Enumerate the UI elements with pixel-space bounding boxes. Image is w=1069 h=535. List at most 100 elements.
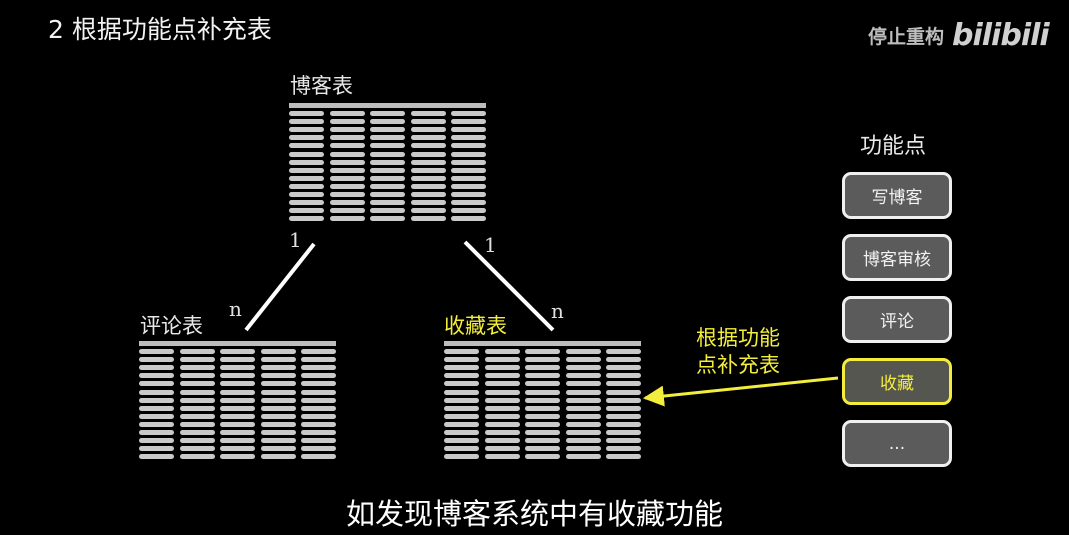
table-row-bar — [260, 349, 296, 354]
table-row-bar — [444, 397, 479, 403]
table-row-bar — [606, 397, 641, 403]
table-row-bar — [289, 183, 324, 189]
feature-write-blog[interactable]: 写博客 — [842, 172, 952, 219]
bilibili-logo: bilibili — [952, 18, 1050, 53]
table-row-bar — [410, 119, 446, 125]
table-row-bar — [565, 430, 601, 435]
table-row-bar — [444, 389, 479, 395]
table-row-bar — [301, 405, 336, 411]
table-row-bar — [606, 454, 641, 460]
table-row-bar — [139, 438, 174, 444]
subtitle-caption: 如发现博客系统中有收藏功能 — [345, 497, 723, 531]
table-row-bar — [525, 373, 560, 379]
table-row-bar — [606, 413, 641, 419]
table-row-bar — [179, 421, 215, 427]
table-row-bar — [179, 349, 215, 354]
table-row-bar — [301, 454, 336, 460]
table-row-bar — [370, 127, 405, 133]
table-row-bar — [525, 438, 560, 444]
table-row-bar — [179, 381, 215, 387]
table-row-bar — [565, 381, 601, 387]
table-row-bar — [444, 446, 479, 452]
table-row-bar — [451, 151, 486, 157]
table-row-bar — [565, 454, 601, 460]
table-row-bar — [410, 175, 446, 181]
table-row-bar — [410, 208, 446, 214]
table-row-bar — [444, 413, 479, 419]
table-row-bar — [565, 397, 601, 403]
bilibili-watermark: 停止重构 bilibili — [868, 18, 1050, 53]
table-row-bar — [139, 365, 174, 371]
table-row-bar — [220, 357, 255, 363]
table-row-bar — [484, 357, 520, 363]
favorite-table-icon — [444, 341, 641, 462]
table-row-bar — [444, 365, 479, 371]
table-row-bar — [370, 119, 405, 125]
table-row-bar — [139, 373, 174, 379]
table-row-bar — [179, 365, 215, 371]
table-row-bar — [179, 430, 215, 435]
table-row-bar — [301, 365, 336, 371]
table-row-bar — [139, 381, 174, 387]
blog-comment-relation-line — [244, 242, 316, 332]
table-row-bar — [260, 454, 296, 460]
table-row-bar — [289, 159, 324, 165]
table-row-bar — [329, 200, 365, 206]
table-row-bar — [289, 200, 324, 206]
table-row-bar — [410, 151, 446, 157]
table-row-bar — [444, 349, 479, 354]
table-row-bar — [444, 430, 479, 435]
table-row-bar — [329, 183, 365, 189]
table-row-bar — [260, 413, 296, 419]
watermark-text: 停止重构 — [868, 26, 945, 48]
table-row-bar — [606, 365, 641, 371]
feature-comment[interactable]: 评论 — [842, 296, 952, 343]
table-row-bar — [139, 397, 174, 403]
table-row-bar — [410, 192, 446, 197]
table-row-bar — [289, 175, 324, 181]
table-row-bar — [484, 405, 520, 411]
blog-table-label: 博客表 — [290, 74, 353, 98]
blog-favorite-one-label: 1 — [484, 233, 497, 257]
table-row-bar — [565, 349, 601, 354]
table-row-bar — [444, 454, 479, 460]
table-row-bar — [289, 151, 324, 157]
table-row-bar — [220, 373, 255, 379]
table-row-bar — [329, 151, 365, 157]
feature-favorite[interactable]: 收藏 — [842, 358, 952, 405]
table-row-bar — [410, 135, 446, 141]
table-row-bar — [301, 430, 336, 435]
table-row-bar — [220, 405, 255, 411]
table-row-bar — [260, 421, 296, 427]
table-row-bar — [301, 421, 336, 427]
table-row-bar — [139, 389, 174, 395]
table-row-bar — [289, 127, 324, 133]
table-row-bar — [301, 357, 336, 363]
table-row-bar — [410, 111, 446, 116]
table-row-bar — [179, 413, 215, 419]
table-row-bar — [179, 446, 215, 452]
table-row-bar — [484, 373, 520, 379]
table-row-bar — [139, 430, 174, 435]
table-row-bar — [260, 430, 296, 435]
table-row-bar — [329, 135, 365, 141]
table-row-bar — [260, 438, 296, 444]
favorite-table-label: 收藏表 — [444, 314, 507, 338]
table-row-bar — [329, 127, 365, 133]
table-row-bar — [525, 421, 560, 427]
table-row-bar — [444, 373, 479, 379]
table-row-bar — [370, 159, 405, 165]
table-row-bar — [179, 454, 215, 460]
table-row-bar — [451, 192, 486, 197]
blog-favorite-many-label: n — [551, 299, 564, 323]
table-row-bar — [444, 381, 479, 387]
table-row-bar — [289, 192, 324, 197]
table-row-bar — [525, 454, 560, 460]
table-row-bar — [451, 167, 486, 173]
blog-comment-many-label: n — [229, 297, 242, 321]
feature-more[interactable]: ... — [842, 420, 952, 467]
feature-blog-review[interactable]: 博客审核 — [842, 234, 952, 281]
table-row-bar — [484, 389, 520, 395]
table-row-bar — [606, 438, 641, 444]
